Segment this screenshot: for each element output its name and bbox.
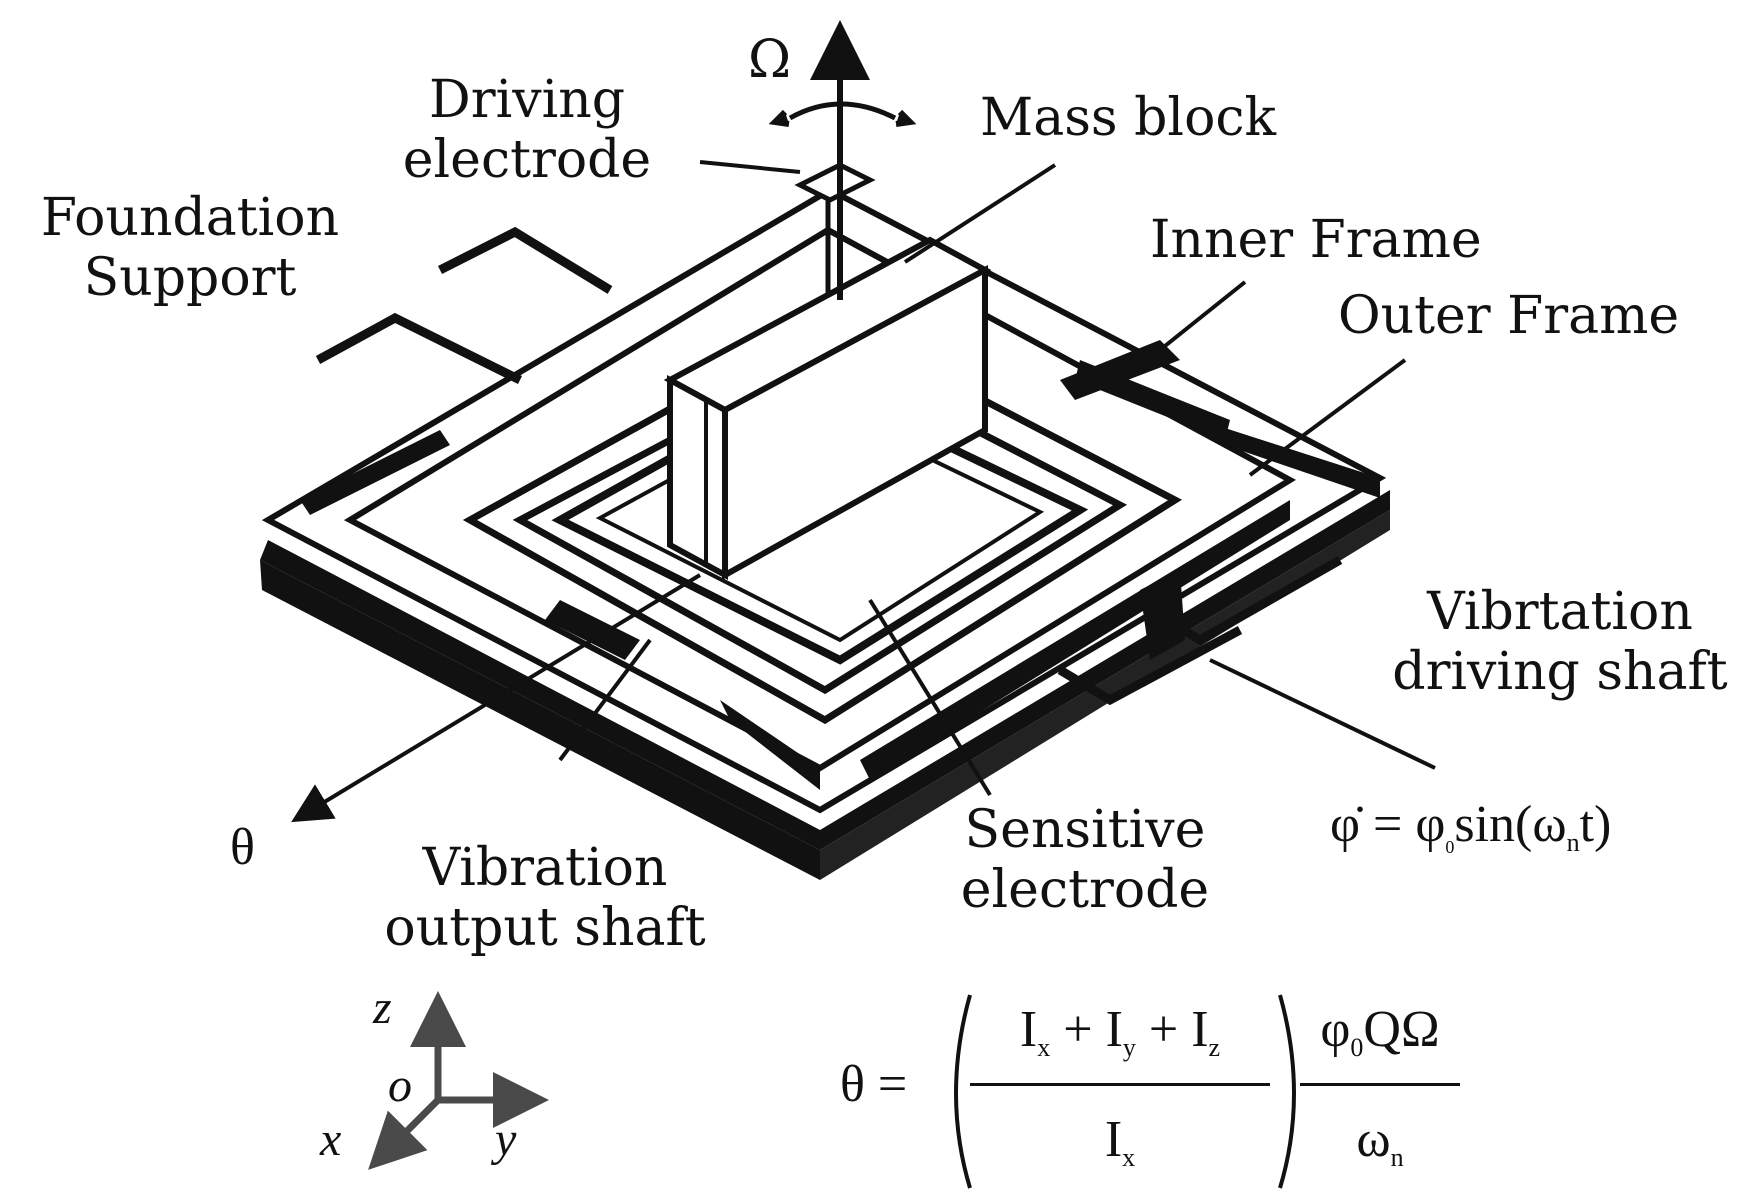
coordinate-axes: [368, 991, 549, 1170]
num-x-sub: x: [1037, 1033, 1051, 1062]
phi-dot-equals: =: [1373, 796, 1403, 853]
leader-sensitive-electrode: [868, 598, 992, 797]
theta-eq-parentheses: [954, 994, 1296, 1189]
driving-electrode-line1: Driving: [429, 70, 625, 130]
driving-electrode-label: Driving electrode: [402, 70, 652, 190]
omega-axis-arrow: [768, 20, 917, 300]
mass-block: [663, 236, 992, 581]
num-Ix: I: [1019, 1001, 1038, 1058]
vibration-driving-shaft-line2: driving shaft: [1392, 642, 1728, 702]
frame-shading: [300, 420, 1380, 790]
theta-eq-denominator: Ix: [975, 1110, 1265, 1173]
x-axis-arrow: [368, 1097, 441, 1170]
driving-electrode-line2: electrode: [402, 130, 652, 190]
phi-zero-symbol: φ: [1415, 796, 1446, 853]
leader-lines: [558, 160, 1407, 797]
den-Ix: I: [1104, 1111, 1123, 1168]
left-fraction-bar: [970, 1083, 1270, 1086]
sin-omega: sin(ω: [1454, 796, 1567, 853]
leader-mass-block: [903, 163, 1057, 264]
num-Iz: I: [1191, 1001, 1209, 1058]
right-num-tail: QΩ: [1363, 1001, 1440, 1058]
right-num-phi-sub: 0: [1350, 1033, 1364, 1062]
omega-label: Ω: [748, 30, 792, 90]
mass-block-label: Mass block: [980, 88, 1277, 148]
right-fraction-numerator: φ0QΩ: [1300, 1000, 1460, 1063]
sensitive-electrode-line1: Sensitive: [964, 800, 1206, 860]
leader-outer-frame: [1248, 358, 1407, 477]
foundation-support-label: Foundation Support: [20, 188, 360, 308]
num-z-sub: z: [1208, 1033, 1221, 1062]
num-y-sub: y: [1122, 1033, 1136, 1062]
num-plus1: +: [1063, 1001, 1093, 1058]
sensitive-electrode-label: Sensitive electrode: [935, 800, 1235, 920]
theta-eq-theta: θ: [840, 1056, 865, 1113]
driving-shaft-line: [1209, 658, 1436, 770]
right-den-omega: ω: [1356, 1111, 1391, 1168]
phi-dot-equation: φ̇ = φ0sin(ωnt): [1330, 795, 1611, 858]
right-fraction-bar: [1300, 1083, 1460, 1086]
origin-label: o: [388, 1059, 412, 1112]
leader-inner-frame: [1118, 280, 1247, 384]
theta-equation-lhs: θ =: [840, 1055, 907, 1114]
foundation-support-line1: Foundation: [40, 188, 340, 248]
phi-zero-subscript: 0: [1445, 837, 1455, 857]
right-den-n-sub: n: [1390, 1143, 1404, 1172]
theta-eq-numerator: Ix + Iy + Iz: [975, 1000, 1265, 1063]
num-Iy: I: [1105, 1001, 1123, 1058]
foundation-support-line2: Support: [83, 248, 297, 308]
phi-dot-symbol: φ̇: [1330, 796, 1361, 853]
theta-axis-label: θ: [230, 819, 255, 876]
theta-eq-equals: =: [877, 1056, 908, 1113]
x-axis-label: x: [320, 1113, 342, 1166]
num-plus2: +: [1148, 1001, 1179, 1058]
vibration-output-shaft-line2: output shaft: [384, 898, 706, 958]
vibration-output-shaft-label: Vibration output shaft: [360, 838, 730, 958]
vibration-output-shaft-line1: Vibration: [422, 838, 668, 898]
foundation-brackets-right: [1057, 556, 1343, 706]
y-axis-label: y: [495, 1113, 517, 1166]
leader-driving-electrode: [699, 160, 801, 174]
vibration-driving-shaft-label: Vibrtation driving shaft: [1370, 582, 1750, 702]
z-axis-label: z: [373, 981, 392, 1034]
omega-n-subscript: n: [1566, 828, 1580, 857]
sensitive-electrode-line2: electrode: [960, 860, 1210, 920]
inner-frame-label: Inner Frame: [1150, 210, 1482, 270]
theta-axis-arrow: [291, 573, 702, 823]
leader-output-shaft: [558, 638, 652, 762]
phi-dot-tail: t): [1579, 796, 1612, 853]
den-x-sub: x: [1122, 1143, 1136, 1172]
vibration-driving-shaft-line1: Vibrtation: [1427, 582, 1693, 642]
right-fraction-denominator: ωn: [1300, 1110, 1460, 1173]
foundation-brackets-left: [315, 226, 613, 385]
right-num-phi: φ: [1320, 1001, 1351, 1058]
outer-frame-label: Outer Frame: [1338, 286, 1680, 346]
